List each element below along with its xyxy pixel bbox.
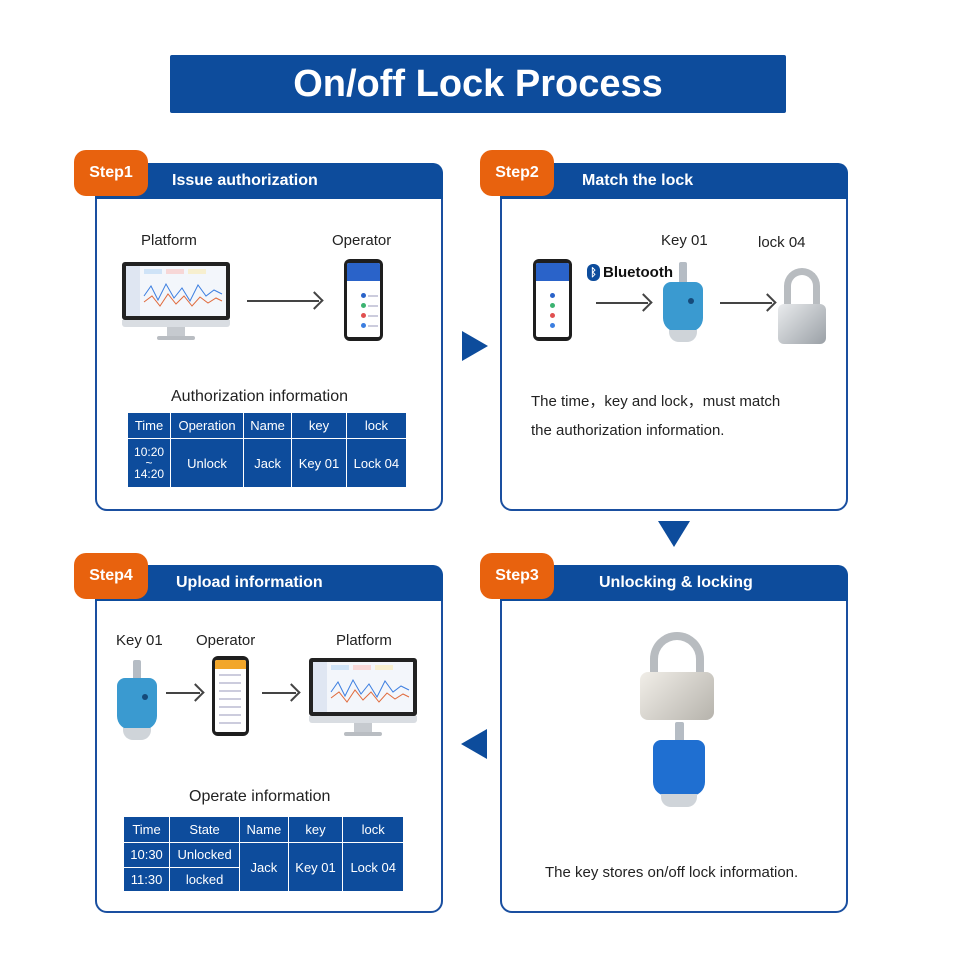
op-header-lock: lock	[342, 816, 404, 843]
step3-key-icon	[653, 722, 705, 808]
step1-platform-label: Platform	[141, 232, 197, 249]
flow-arrow-left-icon	[461, 729, 487, 759]
op-row2-time: 11:30	[122, 866, 171, 892]
step2-header: Match the lock	[500, 163, 848, 199]
op-cell-name: Jack	[239, 842, 289, 892]
step2-lock-label: lock 04	[758, 234, 806, 251]
auth-cell-time: 10:20 ~ 14:20	[126, 438, 172, 488]
auth-header-operation: Operation	[170, 412, 244, 439]
step2-text: The time，key and lock，must match the aut…	[531, 387, 780, 445]
step4-arrow-2	[262, 692, 296, 694]
auth-header-time: Time	[126, 412, 172, 439]
step2-arrow-2	[720, 302, 772, 304]
step3-text: The key stores on/off lock information.	[545, 864, 799, 881]
step4-header-text: Upload information	[176, 574, 323, 591]
flow-arrow-right-icon	[462, 331, 488, 361]
auth-cell-key: Key 01	[291, 438, 347, 488]
authorization-table: Time Operation Name key lock 10:20 ~ 14:…	[126, 412, 408, 488]
step4-arrow-1	[166, 692, 200, 694]
step4-header: Upload information	[95, 565, 443, 601]
step1-arrow	[247, 300, 319, 302]
bluetooth-logo: ᛒ Bluetooth	[587, 264, 673, 281]
op-row1-state: Unlocked	[169, 842, 241, 868]
step4-platform-label: Platform	[336, 632, 392, 649]
step1-header-text: Issue authorization	[172, 172, 318, 189]
page-title: On/off Lock Process	[170, 55, 786, 113]
auth-header-name: Name	[242, 412, 293, 439]
op-header-name: Name	[239, 816, 289, 843]
auth-cell-lock: Lock 04	[345, 438, 408, 488]
step2-arrow-1	[596, 302, 648, 304]
step4-key-icon	[117, 660, 157, 742]
step1-header: Issue authorization	[95, 163, 443, 199]
bluetooth-icon: ᛒ	[587, 264, 600, 281]
auth-cell-operation: Unlock	[170, 438, 244, 488]
op-row2-state: locked	[169, 866, 241, 892]
op-row1-time: 10:30	[122, 842, 171, 868]
step3-badge: Step3	[480, 553, 554, 599]
step2-phone-icon	[533, 259, 572, 341]
step3-card: Unlocking & locking	[500, 565, 848, 913]
step4-key-label: Key 01	[116, 632, 163, 649]
step2-text-line2: the authorization information.	[531, 422, 725, 439]
op-header-state: State	[169, 816, 241, 843]
step1-table-title: Authorization information	[171, 388, 348, 405]
step2-padlock-icon	[778, 268, 826, 344]
step2-key-icon	[663, 262, 703, 344]
operate-table: Time State Name key lock 10:30 Unlocked …	[122, 816, 404, 892]
step1-operator-label: Operator	[332, 232, 392, 249]
auth-time-end: 14:20	[134, 466, 165, 481]
step1-badge: Step1	[74, 150, 148, 196]
step4-table-title: Operate information	[189, 788, 331, 805]
step4-badge: Step4	[74, 553, 148, 599]
step2-header-text: Match the lock	[582, 172, 694, 189]
step2-text-line1: The time，key and lock，must match	[531, 393, 781, 410]
auth-time-start: 10:20	[134, 444, 165, 459]
platform-monitor-icon	[122, 262, 230, 342]
step2-badge: Step2	[480, 150, 554, 196]
op-cell-lock: Lock 04	[342, 842, 404, 892]
step4-monitor-icon	[309, 658, 417, 738]
step4-operator-label: Operator	[196, 632, 256, 649]
auth-header-lock: lock	[345, 412, 408, 439]
operator-phone-icon	[344, 259, 383, 341]
op-header-key: key	[287, 816, 344, 843]
step4-phone-icon	[212, 656, 249, 736]
step3-header: Unlocking & locking	[500, 565, 848, 601]
flow-arrow-down-icon	[658, 521, 690, 547]
auth-cell-name: Jack	[242, 438, 293, 488]
step3-header-text: Unlocking & locking	[599, 574, 753, 591]
step2-key-label: Key 01	[661, 232, 708, 249]
step3-padlock-icon	[640, 632, 714, 720]
bluetooth-label: Bluetooth	[603, 264, 673, 281]
op-cell-key: Key 01	[287, 842, 344, 892]
auth-header-key: key	[291, 412, 347, 439]
op-header-time: Time	[122, 816, 171, 843]
auth-time-sep: ~	[145, 455, 153, 470]
